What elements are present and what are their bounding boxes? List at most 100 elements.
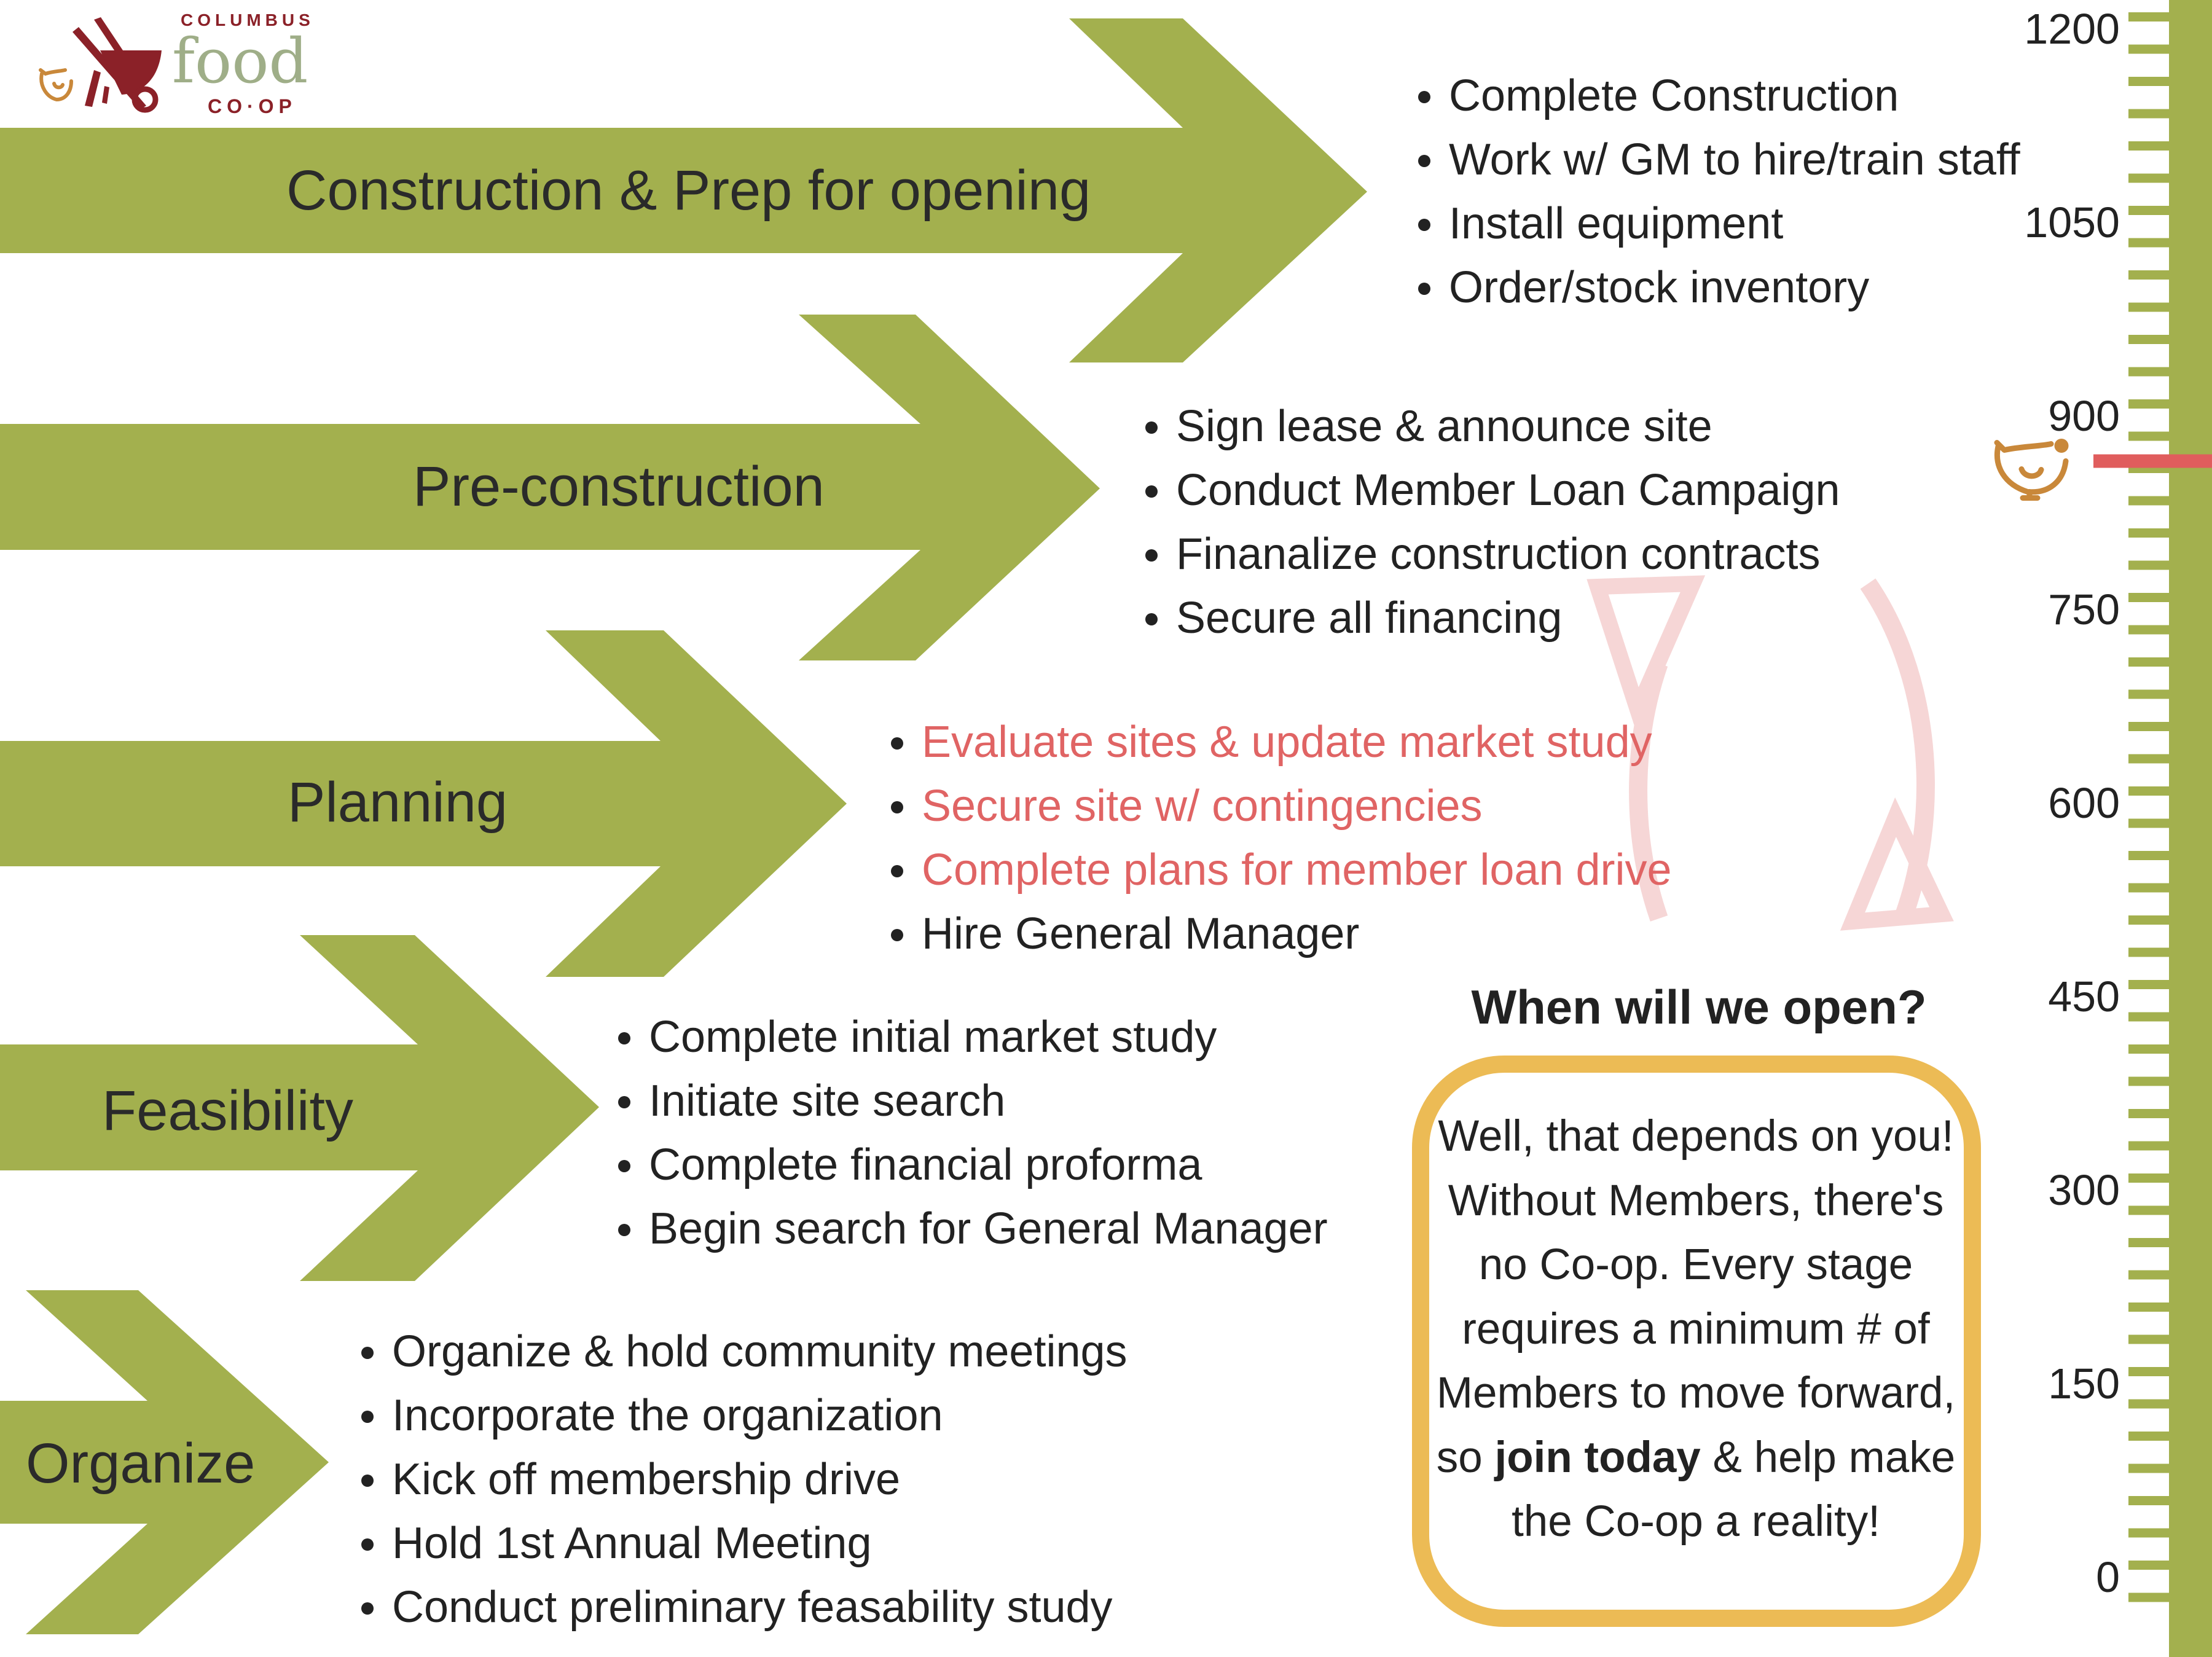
ruler-tick bbox=[2128, 1044, 2171, 1054]
bullet-item: Install equipment bbox=[1413, 192, 2020, 256]
bullet-item: Sign lease & announce site bbox=[1140, 394, 1840, 458]
ruler-bar bbox=[2169, 0, 2212, 1657]
ruler-tick bbox=[2128, 689, 2171, 699]
bullet-item: Begin search for General Manager bbox=[613, 1197, 1328, 1261]
ruler-label: 0 bbox=[2096, 1553, 2120, 1601]
stage-label-planning: Planning bbox=[288, 771, 508, 834]
ruler-tick bbox=[2128, 335, 2171, 344]
ruler-tick bbox=[2128, 77, 2171, 86]
ruler-label: 750 bbox=[2048, 586, 2120, 633]
bullet-item: Evaluate sites & update market study bbox=[886, 710, 1672, 774]
ruler-tick bbox=[2128, 1173, 2171, 1183]
bullet-item: Complete Construction bbox=[1413, 64, 2020, 128]
ruler-tick bbox=[2128, 173, 2171, 183]
ruler-tick bbox=[2128, 431, 2171, 441]
logo-text-coop: CO·OP bbox=[208, 95, 297, 117]
arrow-organize bbox=[0, 1290, 329, 1634]
stage-label-construction: Construction & Prep for opening bbox=[286, 159, 1091, 222]
ruler-label: 150 bbox=[2048, 1360, 2120, 1408]
callout-text: Well, that depends on you! Without Membe… bbox=[1419, 1105, 1972, 1554]
stage-label-organize: Organize bbox=[26, 1432, 256, 1495]
ruler-tick bbox=[2128, 1076, 2171, 1086]
ruler-tick bbox=[2128, 399, 2171, 409]
ruler-tick bbox=[2128, 1334, 2171, 1344]
bullet-item: Hold 1st Annual Meeting bbox=[356, 1511, 1128, 1575]
ruler-ticks bbox=[2128, 12, 2171, 1602]
bullet-item: Secure site w/ contingencies bbox=[886, 774, 1672, 838]
bullet-item: Complete financial proforma bbox=[613, 1133, 1328, 1197]
ruler-tick bbox=[2128, 1496, 2171, 1505]
ruler-tick bbox=[2128, 980, 2171, 989]
ruler-tick bbox=[2128, 915, 2171, 925]
stage-label-pre-construction: Pre-construction bbox=[413, 455, 825, 518]
logo-text-food: food bbox=[172, 25, 308, 97]
arrow-construction bbox=[0, 18, 1367, 362]
wheelbarrow-icon bbox=[39, 17, 162, 113]
ruler-tick bbox=[2128, 851, 2171, 860]
ruler-tick bbox=[2128, 1561, 2171, 1570]
ruler-tick bbox=[2128, 657, 2171, 667]
bullet-item: Kick off membership drive bbox=[356, 1447, 1128, 1511]
ruler-tick bbox=[2128, 1592, 2171, 1602]
bullet-item: Work w/ GM to hire/train staff bbox=[1413, 128, 2020, 192]
member-count-marker bbox=[2093, 454, 2212, 468]
callout-text-before: Well, that depends on you! Without Membe… bbox=[1436, 1112, 1956, 1482]
ruler-tick bbox=[2128, 1012, 2171, 1022]
ruler-tick bbox=[2128, 1432, 2171, 1441]
ruler-label: 300 bbox=[2048, 1166, 2120, 1214]
ruler-tick bbox=[2128, 560, 2171, 570]
ruler-tick bbox=[2128, 1399, 2171, 1409]
ruler-tick bbox=[2128, 947, 2171, 957]
join-today-link[interactable]: join today bbox=[1494, 1433, 1701, 1482]
ruler-tick bbox=[2128, 528, 2171, 538]
ruler-label: 900 bbox=[2048, 392, 2120, 440]
ruler-tick bbox=[2128, 367, 2171, 377]
bullet-item: Order/stock inventory bbox=[1413, 256, 2020, 319]
ruler-tick bbox=[2128, 1270, 2171, 1280]
bullet-item: Finanalize construction contracts bbox=[1140, 522, 1840, 586]
ruler-tick bbox=[2128, 625, 2171, 635]
chicken-icon bbox=[1994, 439, 2069, 501]
ruler-tick bbox=[2128, 302, 2171, 312]
ruler-tick bbox=[2128, 786, 2171, 796]
ruler-label: 1200 bbox=[2024, 5, 2120, 53]
bullet-item: Secure all financing bbox=[1140, 586, 1840, 650]
ruler-tick bbox=[2128, 1463, 2171, 1473]
ruler-tick bbox=[2128, 238, 2171, 248]
bullet-item: Organize & hold community meetings bbox=[356, 1320, 1128, 1384]
arrow-planning bbox=[0, 630, 847, 977]
ruler-tick bbox=[2128, 818, 2171, 828]
ruler-tick bbox=[2128, 1238, 2171, 1247]
ruler-tick bbox=[2128, 1141, 2171, 1151]
ruler-label: 600 bbox=[2048, 779, 2120, 827]
arrow-feasibility bbox=[0, 935, 599, 1281]
ruler-tick bbox=[2128, 270, 2171, 280]
cycle-arrowhead-icon bbox=[1586, 575, 1954, 931]
bullet-item: Conduct preliminary feasability study bbox=[356, 1575, 1128, 1639]
logo-text-columbus: COLUMBUS bbox=[181, 10, 315, 29]
bullet-item: Conduct Member Loan Campaign bbox=[1140, 458, 1840, 522]
bullet-item: Hire General Manager bbox=[886, 902, 1672, 966]
callout-title: When will we open? bbox=[1471, 980, 1927, 1034]
ruler-tick bbox=[2128, 883, 2171, 893]
bullet-item: Incorporate the organization bbox=[356, 1384, 1128, 1447]
ruler-label: 1050 bbox=[2024, 198, 2120, 246]
ruler-tick bbox=[2128, 206, 2171, 215]
ruler-tick bbox=[2128, 1109, 2171, 1118]
stage-label-feasibility: Feasibility bbox=[102, 1079, 354, 1142]
ruler-tick bbox=[2128, 12, 2171, 22]
ruler-tick bbox=[2128, 1205, 2171, 1215]
bullet-item: Complete initial market study bbox=[613, 1005, 1328, 1069]
ruler-tick bbox=[2128, 1528, 2171, 1538]
ruler-tick bbox=[2128, 722, 2171, 731]
ruler-label: 450 bbox=[2048, 973, 2120, 1020]
ruler-tick bbox=[2128, 1302, 2171, 1312]
ruler-tick bbox=[2128, 1367, 2171, 1376]
ruler-tick bbox=[2128, 44, 2171, 54]
bullet-item: Complete plans for member loan drive bbox=[886, 838, 1672, 902]
